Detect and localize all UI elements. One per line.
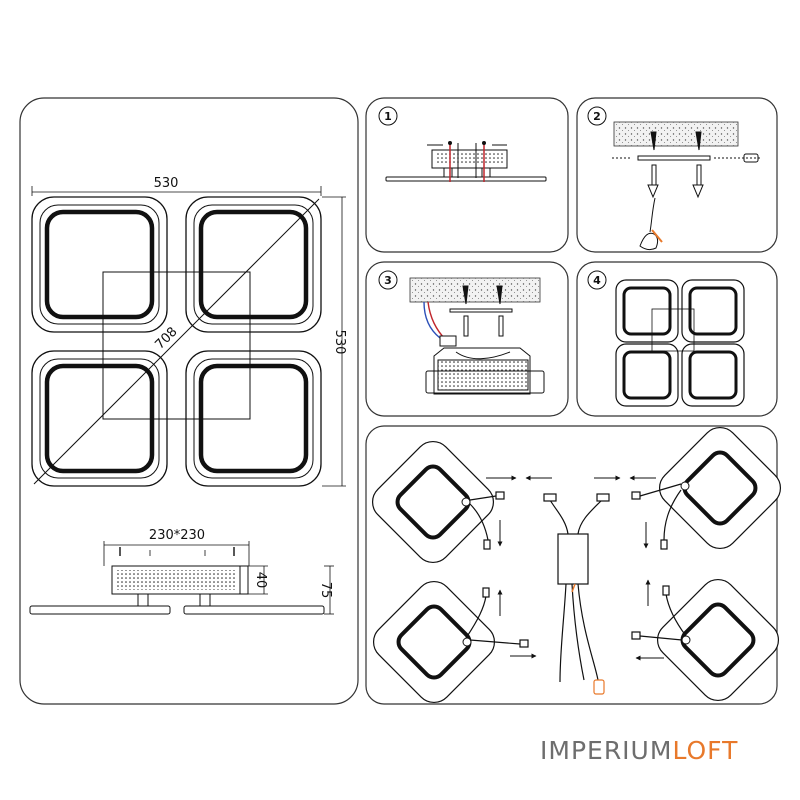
body-height-dimension-label: 40	[253, 572, 268, 589]
step-2-panel: 2	[576, 97, 778, 253]
step-4-number: 4	[593, 274, 601, 287]
step-1-panel: 1	[365, 97, 569, 253]
wiring-diagram-panel	[365, 425, 782, 705]
total-height-dimension-label: 75	[318, 582, 333, 599]
product-dimensions-panel: 530 530 708 230*230 40 7	[19, 97, 359, 705]
module-bottom-right	[656, 578, 780, 702]
brand-logo-part1: IMPERIUM	[540, 736, 673, 765]
top-view-drawing	[31, 196, 322, 487]
step-3-number: 3	[384, 274, 392, 287]
module-top-left	[371, 440, 495, 564]
width-dimension-label: 530	[154, 176, 179, 191]
base-dimension-label: 230*230	[149, 528, 205, 543]
brand-logo: IMPERIUMLOFT	[540, 736, 780, 770]
step-3-panel: 3	[365, 261, 569, 417]
module-top-right	[658, 426, 782, 550]
step-4-panel: 4	[576, 261, 778, 417]
brand-logo-part2: LOFT	[672, 736, 739, 765]
step-1-number: 1	[384, 110, 392, 123]
module-bottom-left	[372, 580, 496, 704]
step-2-number: 2	[593, 110, 601, 123]
side-view-drawing	[29, 541, 334, 615]
dimension-lines	[31, 186, 346, 487]
height-dimension-label: 530	[332, 330, 347, 355]
